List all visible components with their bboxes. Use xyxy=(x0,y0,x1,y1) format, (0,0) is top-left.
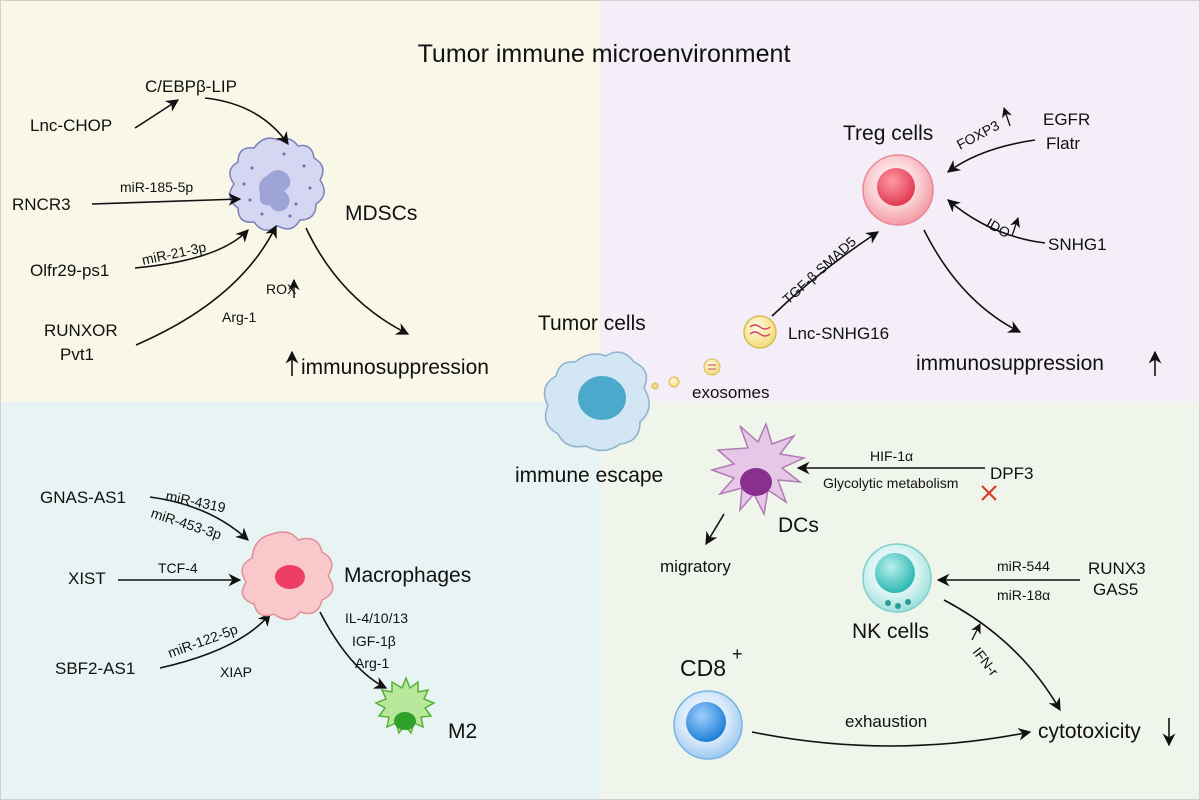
inhibit-cross-icon xyxy=(981,485,997,501)
nk-cell xyxy=(862,543,932,613)
gas5-label: GAS5 xyxy=(1093,580,1138,599)
exosome-snhg16 xyxy=(743,315,777,349)
gnas-as1-label: GNAS-AS1 xyxy=(40,488,126,507)
arrow-nk-cytotoxicity xyxy=(943,599,1061,712)
flatr-label: Flatr xyxy=(1046,134,1080,153)
arrow-runxor-mdsc xyxy=(135,224,277,346)
xiap-label: XIAP xyxy=(220,664,252,680)
ido-up-arrow xyxy=(1010,217,1020,237)
macrophage-cell xyxy=(241,531,334,621)
arrow-snhg1-treg xyxy=(947,199,1046,244)
arrow-olfr-mdsc xyxy=(134,229,249,269)
cytotoxicity-label: cytotoxicity xyxy=(1038,720,1141,743)
arrow-cd8-cytotoxicity xyxy=(751,727,1032,747)
mir18-label: miR-18α xyxy=(997,587,1050,603)
runxor-label: RUNXOR xyxy=(44,321,118,340)
m2-label: M2 xyxy=(448,720,477,743)
tumor-cell xyxy=(543,351,650,452)
dcs-label: DCs xyxy=(778,514,819,537)
arrow-rncr3-mdsc xyxy=(91,192,242,206)
arrow-treg-immunosuppression xyxy=(923,229,1022,333)
igf-label: IGF-1β xyxy=(352,633,396,649)
sbf2-as1-label: SBF2-AS1 xyxy=(55,659,135,678)
arrow-mdsc-immunosuppression xyxy=(305,227,410,335)
exhaustion-label: exhaustion xyxy=(845,712,927,731)
dpf3-label: DPF3 xyxy=(990,464,1033,483)
xist-label: XIST xyxy=(68,569,106,588)
tcf4-label: TCF-4 xyxy=(158,560,198,576)
nk-cells-label: NK cells xyxy=(852,620,929,643)
arrow-cebp-mdsc xyxy=(204,97,289,146)
tumor-cells-label: Tumor cells xyxy=(538,312,646,335)
mir185-label: miR-185-5p xyxy=(120,179,193,195)
rncr3-label: RNCR3 xyxy=(12,195,71,214)
hif-label: HIF-1α xyxy=(870,448,913,464)
rox-label: ROX xyxy=(266,281,297,297)
glycolytic-label: Glycolytic metabolism xyxy=(823,475,958,491)
arrow-gnas-macrophage xyxy=(149,496,249,541)
arrow-egfr-treg xyxy=(946,139,1036,173)
ifn-up-arrow xyxy=(971,623,981,641)
exosomes-label: exosomes xyxy=(692,383,769,402)
arrow-sbf2-macrophage xyxy=(159,613,271,669)
macrophages-label: Macrophages xyxy=(344,564,471,587)
immunosuppression-right: immunosuppression xyxy=(916,352,1104,375)
olfr-label: Olfr29-ps1 xyxy=(30,261,109,280)
dc-cell xyxy=(709,421,807,517)
arrow-macrophage-m2 xyxy=(319,611,388,689)
immunosuppression-left: immunosuppression xyxy=(301,356,489,379)
foxp3-up-arrow xyxy=(1002,107,1012,127)
arrow-snhg16-treg xyxy=(771,231,880,317)
mdsc-cell xyxy=(229,137,325,231)
treg-cell xyxy=(862,154,934,226)
migratory-label: migratory xyxy=(660,557,731,576)
lnc-snhg16-label: Lnc-SNHG16 xyxy=(788,324,889,343)
pvt1-label: Pvt1 xyxy=(60,345,94,364)
arrow-dc-migratory xyxy=(705,513,725,546)
treg-label: Treg cells xyxy=(843,122,933,145)
cd8-label: CD8 xyxy=(680,655,726,681)
exosome-dots xyxy=(651,358,721,390)
lnc-chop-label: Lnc-CHOP xyxy=(30,116,112,135)
arg1-macrophage-label: Arg-1 xyxy=(355,655,389,671)
arrow-lncchop-cebp xyxy=(134,99,180,129)
egfr-label: EGFR xyxy=(1043,110,1090,129)
diagram-title: Tumor immune microenvironment xyxy=(418,40,791,68)
cd8-cell xyxy=(673,690,743,760)
cebp-label: C/EBPβ-LIP xyxy=(145,77,237,96)
immune-escape-label: immune escape xyxy=(515,464,663,487)
mir544-label: miR-544 xyxy=(997,558,1050,574)
il-label: IL-4/10/13 xyxy=(345,610,408,626)
snhg1-label: SNHG1 xyxy=(1048,235,1107,254)
cd8-superscript: + xyxy=(732,644,743,664)
arg1-mdsc-label: Arg-1 xyxy=(222,309,256,325)
runx3-label: RUNX3 xyxy=(1088,559,1146,578)
mdsc-label: MDSCs xyxy=(345,202,417,225)
m2-cell xyxy=(374,675,436,735)
